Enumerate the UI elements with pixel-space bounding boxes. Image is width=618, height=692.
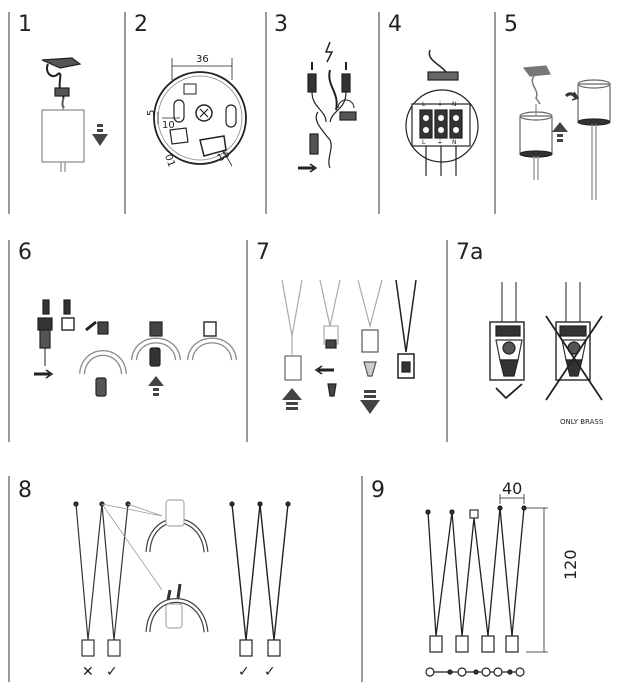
step5-canopy-assembly [519,65,611,200]
up-arrow-icon [552,122,568,142]
step-number-7a: 7a [456,240,484,265]
step-number-5: 5 [504,12,518,37]
step-number-7: 7 [256,240,270,265]
step7-pendant-shades [281,279,417,397]
down-arrow-icon [92,124,108,146]
separator-bar [265,12,267,214]
up-arrow-icon [148,376,164,396]
separator-bar [378,12,380,214]
step-number-9: 9 [371,478,385,503]
step1-ceiling-bracket [41,57,82,109]
only-brass-note: ONLY BRASS [560,418,604,426]
check-mark: ✓ [106,664,118,680]
separator-bar [8,476,10,682]
step9-layout [425,494,548,677]
step-number-8: 8 [18,478,32,503]
step-number-2: 2 [134,12,148,37]
terminal-label-l-bottom: L [422,139,426,146]
dim-10-label: 10 [162,120,175,131]
separator-bar [246,240,248,442]
dim-120-label: 120 [561,549,580,580]
dim-01-label: 01 [162,153,177,169]
step3-wiring [298,62,357,173]
step-number-6: 6 [18,240,32,265]
step7a-wrong-bulb [545,282,603,401]
separator-bar [8,240,10,442]
separator-bar [446,240,448,442]
step-number-1: 1 [18,12,32,37]
step8-correct-cabling [229,501,291,657]
terminal-label-earth: ⏚ [437,101,443,108]
check-mark: ✓ [238,664,250,680]
separator-bar [124,12,126,214]
terminal-label-l: L [422,101,426,108]
dim-5-label: 5 [146,110,157,116]
separator-bar [494,12,496,214]
cross-mark: ✕ [82,664,94,680]
down-arrow-icon [360,390,380,414]
step2-mounting-plate [153,58,247,167]
separator-bar [361,476,363,682]
dim-40-label: 40 [502,479,522,498]
step-number-4: 4 [388,12,402,37]
dim-36-label: 36 [196,54,209,65]
step9-footprint [425,667,525,677]
up-arrow-icon [282,388,302,410]
separator-bar [8,12,10,214]
step4-terminal-block [405,49,479,176]
terminal-label-n: N [452,101,457,108]
lightning-icon [324,41,334,63]
step1-canopy [41,109,85,163]
terminal-label-earth-bottom: ⏚ [437,139,443,146]
step7a-correct-bulb [489,282,525,400]
step8-wrong-cabling [73,499,209,657]
step6-socket-assembly [34,299,237,397]
check-mark: ✓ [264,664,276,680]
step-number-3: 3 [274,12,288,37]
terminal-label-n-bottom: N [452,139,457,146]
